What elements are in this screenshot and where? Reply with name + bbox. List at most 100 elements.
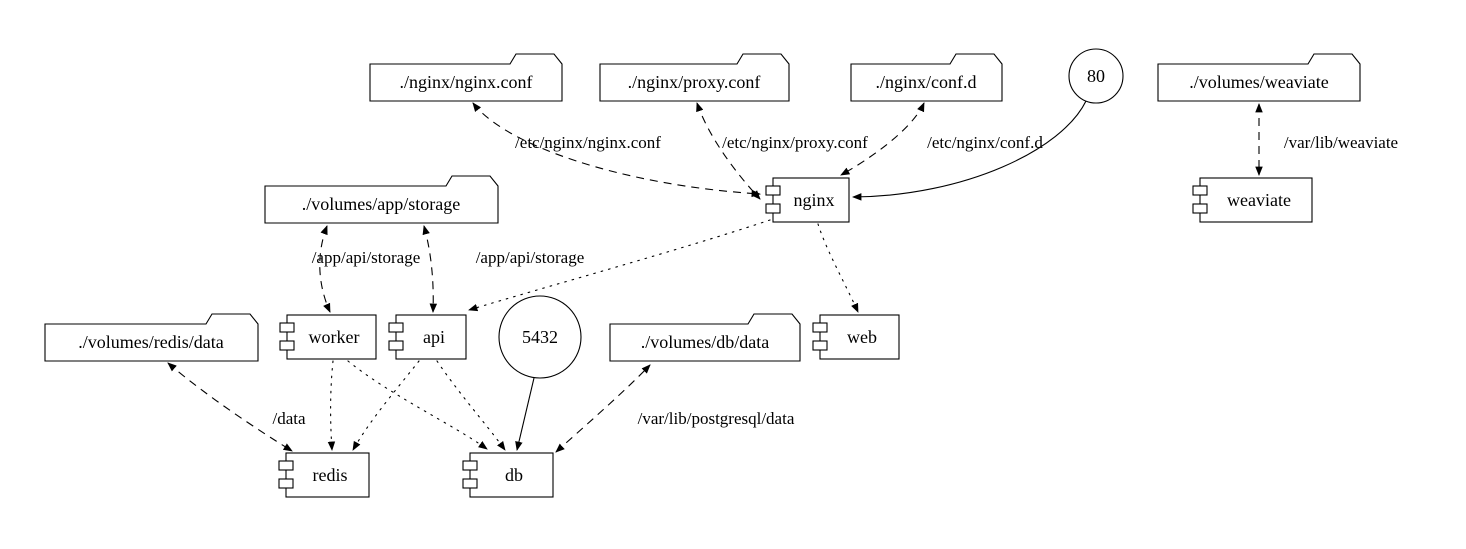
- folder-icon: [1157, 53, 1361, 102]
- component-tab-icon: [765, 203, 781, 214]
- edge-label: /etc/nginx/conf.d: [927, 133, 1043, 152]
- node-label: 80: [1087, 66, 1105, 86]
- folder-icon: [609, 313, 801, 362]
- edge-path: [422, 225, 438, 313]
- port-circle-icon: [1068, 48, 1124, 104]
- edge-path: [436, 360, 506, 451]
- node-label: ./nginx/conf.d: [876, 72, 977, 92]
- folder-icon: [369, 53, 563, 102]
- node-folder-volumes-weaviate: ./volumes/weaviate: [1157, 53, 1361, 102]
- node-label: web: [847, 327, 877, 347]
- node-label: ./volumes/weaviate: [1189, 72, 1328, 92]
- node-component-redis: redis: [278, 452, 370, 498]
- node-label: ./volumes/redis/data: [78, 332, 223, 352]
- component-box: [772, 177, 850, 223]
- edge-nginx-conf-to-nginx: /etc/nginx/nginx.conf: [472, 102, 761, 198]
- node-component-nginx: nginx: [765, 177, 850, 223]
- folder-icon: [44, 313, 259, 362]
- edge-label: /app/api/storage: [312, 248, 421, 267]
- edge-port-5432-to-db: [515, 377, 535, 451]
- node-folder-volumes-redis-data: ./volumes/redis/data: [44, 313, 259, 362]
- edge-path: [347, 360, 488, 450]
- node-label: nginx: [793, 190, 834, 210]
- edge-volumes-redis-data-to-redis: /data: [167, 362, 306, 452]
- node-component-web: web: [812, 314, 900, 360]
- edge-path: [468, 219, 771, 312]
- node-component-api: api: [388, 314, 467, 360]
- edge-path: [352, 360, 420, 451]
- node-port-80: 80: [1068, 48, 1124, 104]
- edge-app-storage-to-worker: /app/api/storage: [312, 225, 421, 313]
- component-box: [286, 314, 377, 360]
- edge-proxy-conf-to-nginx: /etc/nginx/proxy.conf: [696, 102, 868, 200]
- edge-path: [319, 225, 331, 313]
- component-box: [469, 452, 554, 498]
- component-tab-icon: [279, 322, 295, 333]
- node-port-5432: 5432: [498, 295, 582, 379]
- edge-path: [840, 102, 925, 176]
- edge-nginx-to-api: [468, 219, 771, 312]
- edge-path: [515, 377, 535, 451]
- node-folder-conf-d: ./nginx/conf.d: [850, 53, 1003, 102]
- edge-path: [852, 100, 1087, 201]
- component-box: [819, 314, 900, 360]
- edge-label: /etc/nginx/nginx.conf: [515, 133, 661, 152]
- node-component-weaviate: weaviate: [1192, 177, 1313, 223]
- component-tab-icon: [278, 460, 294, 471]
- node-label: weaviate: [1227, 190, 1291, 210]
- node-label: redis: [313, 465, 348, 485]
- component-tab-icon: [765, 185, 781, 196]
- component-tab-icon: [278, 478, 294, 489]
- node-folder-nginx-conf: ./nginx/nginx.conf: [369, 53, 563, 102]
- folder-icon: [850, 53, 1003, 102]
- node-folder-volumes-db-data: ./volumes/db/data: [609, 313, 801, 362]
- component-box: [1199, 177, 1313, 223]
- edge-volumes-weaviate-to-weaviate: /var/lib/weaviate: [1255, 103, 1398, 176]
- node-label: ./volumes/db/data: [641, 332, 769, 352]
- component-tab-icon: [388, 340, 404, 351]
- port-circle-icon: [498, 295, 582, 379]
- node-folder-volumes-app-storage: ./volumes/app/storage: [264, 175, 499, 224]
- edge-worker-to-db: [347, 360, 488, 450]
- component-tab-icon: [1192, 185, 1208, 196]
- edge-path: [696, 102, 761, 200]
- node-component-worker: worker: [279, 314, 377, 360]
- edge-label: /data: [272, 409, 305, 428]
- component-tab-icon: [279, 340, 295, 351]
- edge-api-to-db: [436, 360, 506, 451]
- node-label: ./nginx/nginx.conf: [400, 72, 533, 92]
- node-label: ./volumes/app/storage: [302, 194, 460, 214]
- edge-volumes-db-data-to-db: /var/lib/postgresql/data: [555, 364, 795, 453]
- node-label: api: [423, 327, 445, 347]
- component-tab-icon: [1192, 203, 1208, 214]
- node-label: db: [505, 465, 523, 485]
- component-tab-icon: [462, 460, 478, 471]
- edge-worker-to-redis: [327, 360, 336, 451]
- component-tab-icon: [812, 322, 828, 333]
- component-box: [285, 452, 370, 498]
- edge-label: /var/lib/weaviate: [1284, 133, 1398, 152]
- component-tab-icon: [462, 478, 478, 489]
- edge-path: [555, 364, 651, 453]
- edge-path: [167, 362, 293, 452]
- folder-icon: [264, 175, 499, 224]
- edge-api-to-redis: [352, 360, 420, 451]
- node-component-db: db: [462, 452, 554, 498]
- folder-icon: [599, 53, 790, 102]
- component-box: [395, 314, 467, 360]
- component-tab-icon: [388, 322, 404, 333]
- edge-path: [327, 360, 336, 451]
- edge-label: /etc/nginx/proxy.conf: [722, 133, 868, 152]
- edge-path: [817, 223, 859, 313]
- component-tab-icon: [812, 340, 828, 351]
- edge-label: /var/lib/postgresql/data: [638, 409, 795, 428]
- edge-conf-d-to-nginx: /etc/nginx/conf.d: [840, 102, 1043, 176]
- node-label: worker: [309, 327, 360, 347]
- edge-nginx-to-web: [817, 223, 859, 313]
- edge-app-storage-to-api: /app/api/storage: [422, 225, 584, 313]
- node-folder-proxy-conf: ./nginx/proxy.conf: [599, 53, 790, 102]
- node-label: 5432: [522, 327, 558, 347]
- edge-port-80-to-nginx: [852, 100, 1087, 201]
